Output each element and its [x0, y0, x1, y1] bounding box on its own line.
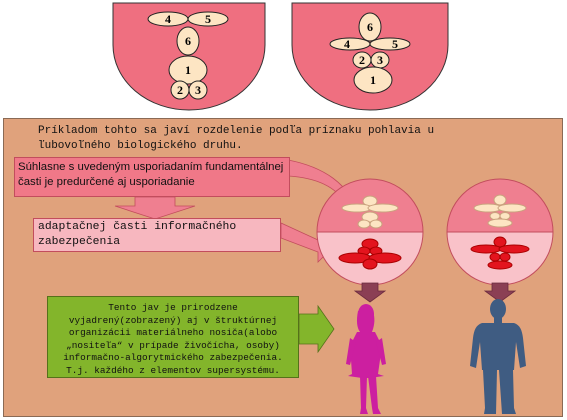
right-label-3: 3: [377, 53, 383, 67]
left-label-4: 4: [165, 12, 171, 26]
right-label-2: 2: [359, 53, 365, 67]
right-circle: [446, 178, 554, 286]
right-label-6: 6: [367, 20, 373, 34]
left-label-6: 6: [185, 34, 191, 48]
left-label-1: 1: [185, 63, 191, 77]
pink-box-adaptive: adaptačnej časti informačného zabezpečen…: [33, 218, 281, 252]
down-arrow-left: [353, 282, 387, 303]
right-petal-5: [369, 37, 411, 51]
right-label-4: 4: [344, 37, 350, 51]
left-label-2: 2: [177, 83, 183, 97]
intro-text: Príkladom tohto sa javí rozdelenie podľa…: [38, 125, 435, 152]
left-petal-3: [188, 80, 208, 100]
right-label-5: 5: [392, 37, 398, 51]
left-label-5: 5: [205, 12, 211, 26]
left-petal-1: [168, 55, 208, 85]
left-label-3: 3: [195, 83, 201, 97]
green-box-text: Tento jav je prirodzene vyjadrený(zobraz…: [47, 296, 299, 378]
left-petal-6: [176, 26, 200, 56]
left-circle: [316, 178, 424, 286]
down-arrow: [114, 196, 196, 220]
right-petal-4: [329, 37, 371, 51]
down-arrow-right: [483, 282, 517, 303]
pink-box-fundamental: Súhlasne s uvedeným usporiadaním fundame…: [14, 157, 290, 197]
left-petal-5: [187, 11, 229, 27]
panel-graphics: [114, 159, 554, 414]
right-petal-1: [353, 66, 393, 94]
green-arrow: [298, 304, 335, 354]
right-label-1: 1: [370, 73, 376, 87]
right-petal-6: [358, 12, 382, 42]
top-diagrams: 4 5 6 1 2 3 6 4 5 2 3 1: [112, 2, 449, 111]
female-silhouette: [346, 304, 386, 414]
male-silhouette: [470, 299, 526, 414]
